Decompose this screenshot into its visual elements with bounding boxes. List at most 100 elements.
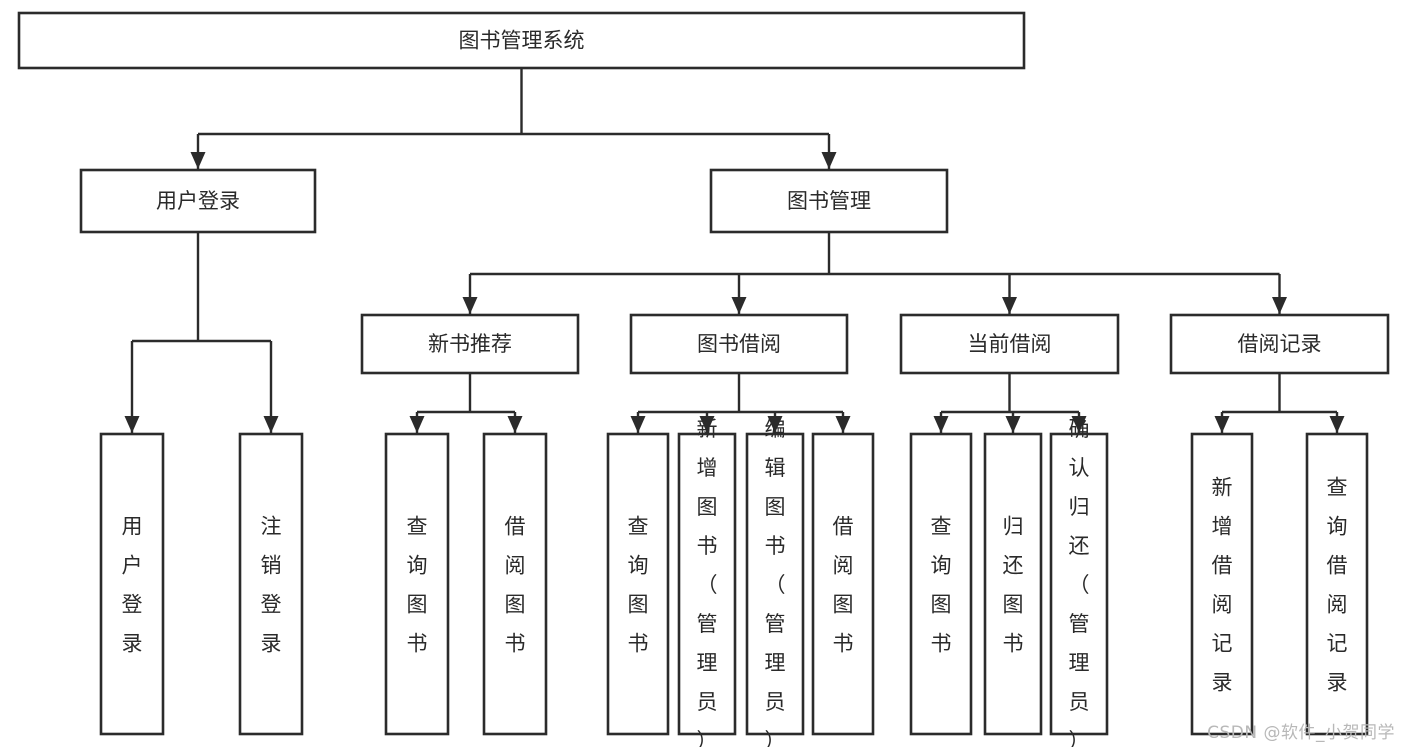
node-new-book-recommend[interactable]: 新书推荐 (360, 313, 580, 375)
svg-text:书: 书 (833, 632, 854, 656)
node-book-manage[interactable]: 图书管理 (709, 168, 949, 234)
svg-text:员: 员 (1069, 690, 1090, 714)
svg-text:理: 理 (765, 651, 786, 675)
svg-text:借: 借 (505, 515, 526, 539)
node-user-login[interactable]: 用户登录 (79, 168, 317, 234)
node-rect (1190, 432, 1254, 736)
node-root[interactable]: 图书管理系统 (17, 11, 1026, 70)
svg-text:询: 询 (931, 554, 952, 578)
svg-text:书: 书 (931, 632, 952, 656)
svg-text:（: （ (765, 573, 786, 597)
svg-text:借: 借 (1327, 554, 1348, 578)
node-label: 当前借阅 (968, 332, 1052, 356)
arrow-head-icon (1214, 416, 1230, 433)
node-layer: 用户登录图书管理图书管理系统新书推荐图书借阅当前借阅借阅记录用户登录注销登录查询… (17, 11, 1390, 747)
svg-text:图: 图 (765, 495, 786, 519)
svg-text:书: 书 (697, 534, 718, 558)
node-rect (677, 432, 737, 736)
node-borrow-record[interactable]: 借阅记录 (1169, 313, 1390, 375)
node-label: 图书借阅 (697, 332, 781, 356)
svg-text:图: 图 (505, 593, 526, 617)
svg-text:增: 增 (697, 456, 718, 480)
svg-text:用: 用 (122, 515, 143, 539)
svg-text:（: （ (1069, 573, 1090, 597)
node-label: 用户登录 (122, 515, 143, 656)
node-rect (1169, 313, 1390, 375)
svg-text:询: 询 (1327, 515, 1348, 539)
node-label: 用户登录 (156, 189, 240, 213)
arrow-head-icon (462, 297, 478, 314)
arrow-head-icon (1272, 297, 1287, 314)
svg-text:）: ） (1069, 729, 1090, 747)
svg-text:书: 书 (628, 632, 649, 656)
svg-text:书: 书 (407, 632, 428, 656)
svg-text:阅: 阅 (505, 554, 526, 578)
node-rect (1049, 432, 1109, 736)
arrow-head-icon (1005, 416, 1021, 433)
arrow-head-icon (835, 416, 851, 433)
node-label: 图书管理 (787, 189, 871, 213)
svg-text:管: 管 (1069, 612, 1090, 636)
svg-text:登: 登 (261, 593, 282, 617)
arrow-head-icon (1071, 416, 1087, 433)
leaf-node-leaf-user-login[interactable]: 用户登录 (99, 432, 165, 736)
node-current-borrow[interactable]: 当前借阅 (899, 313, 1120, 375)
svg-text:图: 图 (1003, 593, 1024, 617)
svg-text:询: 询 (407, 554, 428, 578)
arrow-head-icon (124, 416, 140, 433)
arrow-head-icon (630, 416, 646, 433)
svg-text:户: 户 (122, 554, 143, 578)
svg-text:书: 书 (505, 632, 526, 656)
svg-text:图: 图 (628, 593, 649, 617)
node-rect (1305, 432, 1369, 736)
svg-text:记: 记 (1327, 632, 1348, 656)
svg-text:管: 管 (697, 612, 718, 636)
node-rect (909, 432, 973, 736)
node-rect (17, 11, 1026, 70)
svg-text:查: 查 (1327, 476, 1348, 500)
svg-text:理: 理 (697, 651, 718, 675)
svg-text:录: 录 (122, 632, 143, 656)
svg-text:注: 注 (261, 515, 282, 539)
svg-text:图: 图 (697, 495, 718, 519)
svg-text:（: （ (697, 573, 718, 597)
node-rect (238, 432, 304, 736)
svg-text:认: 认 (1069, 456, 1090, 480)
connector-layer (124, 68, 1345, 433)
svg-text:编: 编 (765, 417, 786, 441)
svg-text:登: 登 (122, 593, 143, 617)
svg-text:图: 图 (931, 593, 952, 617)
svg-text:归: 归 (1003, 515, 1024, 539)
svg-text:增: 增 (1212, 515, 1233, 539)
arrow-head-icon (821, 152, 837, 169)
svg-text:阅: 阅 (1212, 593, 1233, 617)
node-rect (482, 432, 548, 736)
node-rect (360, 313, 580, 375)
arrow-head-icon (731, 297, 747, 314)
node-rect (606, 432, 670, 736)
node-book-borrow[interactable]: 图书借阅 (629, 313, 849, 375)
svg-text:记: 记 (1212, 632, 1233, 656)
arrow-head-icon (1002, 297, 1017, 314)
svg-text:查: 查 (628, 515, 649, 539)
